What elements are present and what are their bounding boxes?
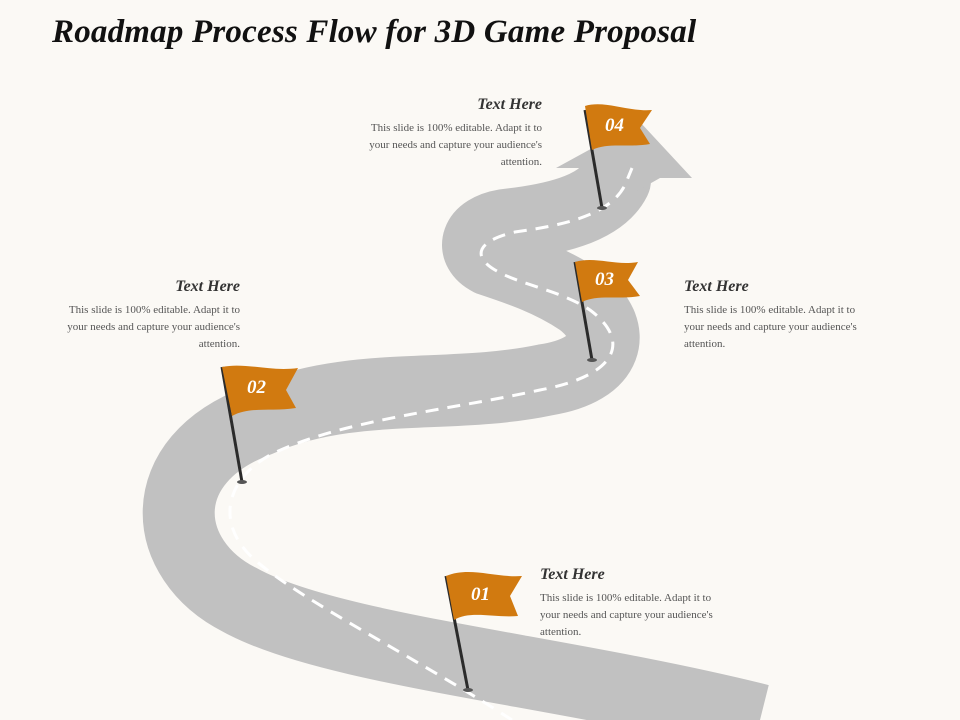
milestone-note-01: Text Here This slide is 100% editable. A… (540, 566, 720, 641)
note-heading: Text Here (175, 278, 240, 295)
note-heading: Text Here (540, 566, 605, 583)
milestone-flag-02: 02 (220, 365, 298, 484)
flag-pole-base (237, 480, 247, 484)
flag-cloth (446, 571, 522, 620)
note-body: This slide is 100% editable. Adapt it to… (684, 304, 857, 350)
note-heading: Text Here (684, 278, 749, 295)
note-body: This slide is 100% editable. Adapt it to… (369, 122, 542, 168)
note-body: This slide is 100% editable. Adapt it to… (67, 304, 240, 350)
slide-title: Roadmap Process Flow for 3D Game Proposa… (52, 14, 697, 50)
flag-number: 01 (471, 584, 490, 605)
milestone-flag-01: 01 (444, 571, 522, 692)
flag-cloth (222, 365, 298, 416)
note-heading: Text Here (477, 96, 542, 113)
flag-cloth (585, 104, 652, 150)
flag-cloth (575, 260, 640, 302)
flag-pole (583, 109, 604, 209)
milestone-note-02: Text Here This slide is 100% editable. A… (60, 278, 240, 353)
flag-pole (573, 261, 594, 361)
flag-number: 03 (595, 269, 614, 290)
note-body: This slide is 100% editable. Adapt it to… (540, 592, 713, 638)
road-arrow-head (556, 122, 692, 205)
milestone-note-04: Text Here This slide is 100% editable. A… (362, 96, 542, 171)
flag-number: 04 (605, 115, 624, 136)
milestone-flag-03: 03 (573, 260, 640, 362)
flag-pole-base (463, 688, 473, 692)
milestone-note-03: Text Here This slide is 100% editable. A… (684, 278, 864, 353)
road-body (142, 138, 769, 720)
milestone-flag-04: 04 (583, 104, 652, 210)
flag-number: 02 (247, 377, 267, 398)
flag-pole-base (597, 206, 607, 210)
flag-pole (220, 366, 244, 483)
flag-pole-base (587, 358, 597, 362)
road-dashed-centerline (228, 167, 634, 720)
